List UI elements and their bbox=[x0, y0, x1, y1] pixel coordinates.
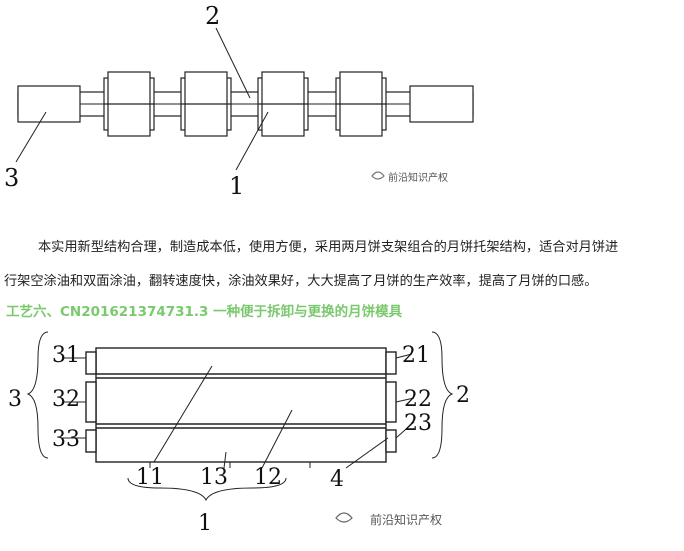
left-plate-33 bbox=[85, 429, 97, 453]
label-31: 31 bbox=[52, 343, 80, 368]
label-1: 1 bbox=[229, 172, 244, 200]
figure-1-drawing: 2 3 1 前沿知识产权 bbox=[4, 2, 474, 200]
label-11: 11 bbox=[136, 465, 164, 490]
label-2: 2 bbox=[205, 2, 220, 30]
label-1: 1 bbox=[198, 511, 212, 536]
label-32: 32 bbox=[52, 387, 80, 412]
watermark: 前沿知识产权 bbox=[388, 171, 448, 184]
left-plate-31 bbox=[85, 351, 97, 375]
paragraph-line-1: 本实用新型结构合理，制造成本低，使用方便，采用两月饼支架组合的月饼托架结构，适合… bbox=[38, 240, 619, 255]
holder bbox=[257, 71, 309, 137]
label-3: 3 bbox=[8, 387, 22, 412]
label-12: 12 bbox=[254, 465, 282, 490]
left-plate-32 bbox=[85, 381, 97, 423]
paragraph-line-2: 行架空涂油和双面涂油，翻转速度快，涂油效果好，大大提高了月饼的生产效率，提高了月… bbox=[4, 274, 598, 289]
label-2: 2 bbox=[456, 383, 470, 408]
watermark-icon bbox=[335, 512, 353, 523]
label-22: 22 bbox=[404, 387, 432, 412]
right-plate-22 bbox=[385, 381, 397, 423]
holder bbox=[180, 71, 232, 137]
watermark: 前沿知识产权 bbox=[370, 512, 442, 527]
label-13: 13 bbox=[200, 465, 228, 490]
holder bbox=[103, 71, 155, 137]
label-33: 33 bbox=[52, 427, 80, 452]
label-21: 21 bbox=[402, 343, 430, 368]
right-plate-21 bbox=[385, 351, 397, 375]
end-block-left bbox=[17, 85, 81, 123]
right-plate-23 bbox=[385, 429, 397, 453]
label-4: 4 bbox=[330, 467, 344, 492]
label-3: 3 bbox=[4, 164, 19, 192]
holder bbox=[335, 71, 387, 137]
figure-2-drawing: 31 32 33 3 21 22 23 2 11 13 12 4 1 前沿知识产… bbox=[8, 331, 470, 536]
label-23: 23 bbox=[404, 411, 432, 436]
end-block-right bbox=[409, 85, 474, 123]
mold-body bbox=[95, 347, 387, 463]
section-heading: 工艺六、CN201621374731.3 一种便于拆卸与更换的月饼模具 bbox=[6, 304, 403, 320]
watermark-icon bbox=[371, 171, 385, 180]
